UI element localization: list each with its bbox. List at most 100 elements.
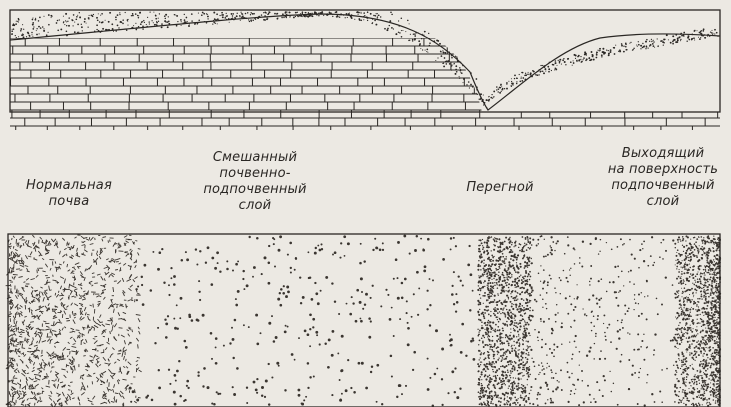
surface-dot — [574, 341, 576, 343]
surface-dot — [370, 371, 372, 373]
surface-dash — [32, 235, 34, 238]
surface-dash — [121, 335, 125, 337]
surface-dot — [676, 378, 678, 380]
surface-dot — [401, 393, 403, 395]
surface-dot — [531, 258, 532, 259]
surface-dash — [83, 327, 86, 328]
surface-dot — [487, 285, 488, 286]
surface-dot — [482, 239, 483, 240]
surface-dot — [493, 256, 494, 257]
surface-dash — [22, 344, 23, 348]
surface-dash — [43, 321, 46, 322]
surface-dash — [20, 305, 23, 307]
surface-dot — [478, 248, 480, 250]
surface-dot — [509, 262, 511, 264]
surface-dash — [15, 372, 17, 373]
surface-dash — [59, 319, 61, 322]
surface-dot — [307, 251, 309, 253]
surface-dash — [16, 289, 17, 293]
surface-dot — [698, 249, 699, 250]
surface-dot — [223, 345, 225, 347]
surface-dash — [115, 393, 118, 394]
surface-dot — [287, 326, 289, 328]
surface-dot — [571, 327, 572, 328]
surface-dot — [615, 291, 617, 293]
surface-dot — [289, 242, 292, 245]
surface-dash — [60, 298, 63, 301]
surface-dot — [506, 402, 507, 403]
surface-dash — [104, 402, 107, 403]
surface-dash — [71, 328, 75, 330]
surface-dot — [504, 404, 506, 406]
surface-dash — [99, 252, 102, 255]
surface-dot — [567, 371, 569, 373]
surface-dot — [495, 324, 497, 326]
surface-dot — [678, 276, 680, 278]
surface-dash — [71, 255, 74, 257]
surface-dot — [605, 339, 607, 341]
surface-dash — [122, 396, 124, 399]
surface-dot — [509, 251, 511, 253]
surface-dot — [401, 297, 404, 300]
surface-dash — [36, 347, 37, 350]
surface-dot — [609, 371, 610, 372]
surface-dot — [561, 322, 563, 324]
surface-dot — [676, 252, 677, 253]
surface-dot — [504, 241, 506, 243]
surface-dot — [165, 322, 168, 325]
surface-dot — [502, 371, 504, 373]
surface-dot — [484, 403, 486, 405]
surface-dot — [701, 375, 702, 376]
surface-dot — [487, 237, 489, 239]
surface-dot — [524, 254, 525, 255]
surface-dot — [686, 366, 687, 367]
surface-dot — [498, 321, 500, 323]
surface-dot — [522, 276, 524, 278]
surface-dash — [35, 403, 36, 406]
surface-dot — [518, 247, 519, 248]
surface-dash — [71, 303, 73, 306]
surface-dot — [490, 402, 492, 404]
surface-dot — [696, 331, 697, 332]
surface-dash — [138, 327, 139, 329]
surface-dot — [531, 263, 533, 265]
surface-dot — [529, 279, 531, 281]
surface-dash — [55, 293, 56, 296]
surface-dot — [622, 327, 624, 329]
surface-dot — [682, 293, 683, 294]
surface-dot — [372, 249, 374, 251]
surface-dash — [32, 379, 34, 380]
surface-dash — [17, 344, 20, 345]
surface-dash — [135, 389, 136, 393]
surface-dash — [20, 329, 24, 331]
surface-dot — [487, 288, 489, 290]
surface-dot — [338, 313, 340, 315]
surface-dot — [347, 242, 350, 245]
surface-dash — [126, 366, 128, 368]
surface-dot — [527, 292, 528, 293]
surface-dot — [715, 402, 717, 404]
surface-dot — [650, 255, 652, 257]
surface-dot — [279, 292, 281, 294]
surface-dot — [365, 387, 368, 390]
surface-dot — [497, 326, 499, 328]
surface-dash — [49, 396, 52, 397]
surface-dot — [510, 301, 512, 303]
surface-dot — [478, 303, 480, 305]
surface-dot — [163, 281, 165, 283]
surface-dash — [32, 370, 35, 372]
surface-dot — [480, 376, 482, 378]
surface-dash — [9, 269, 10, 274]
surface-dot — [248, 236, 250, 238]
surface-dash — [89, 265, 92, 269]
surface-dash — [86, 339, 88, 343]
surface-dash — [102, 371, 106, 373]
surface-dot — [484, 344, 486, 346]
surface-dot — [360, 277, 363, 280]
surface-dot — [472, 290, 474, 292]
surface-dot — [508, 287, 510, 289]
surface-dot — [682, 377, 684, 379]
surface-dot — [504, 279, 506, 281]
surface-dot — [705, 350, 706, 351]
surface-dot — [641, 292, 642, 293]
